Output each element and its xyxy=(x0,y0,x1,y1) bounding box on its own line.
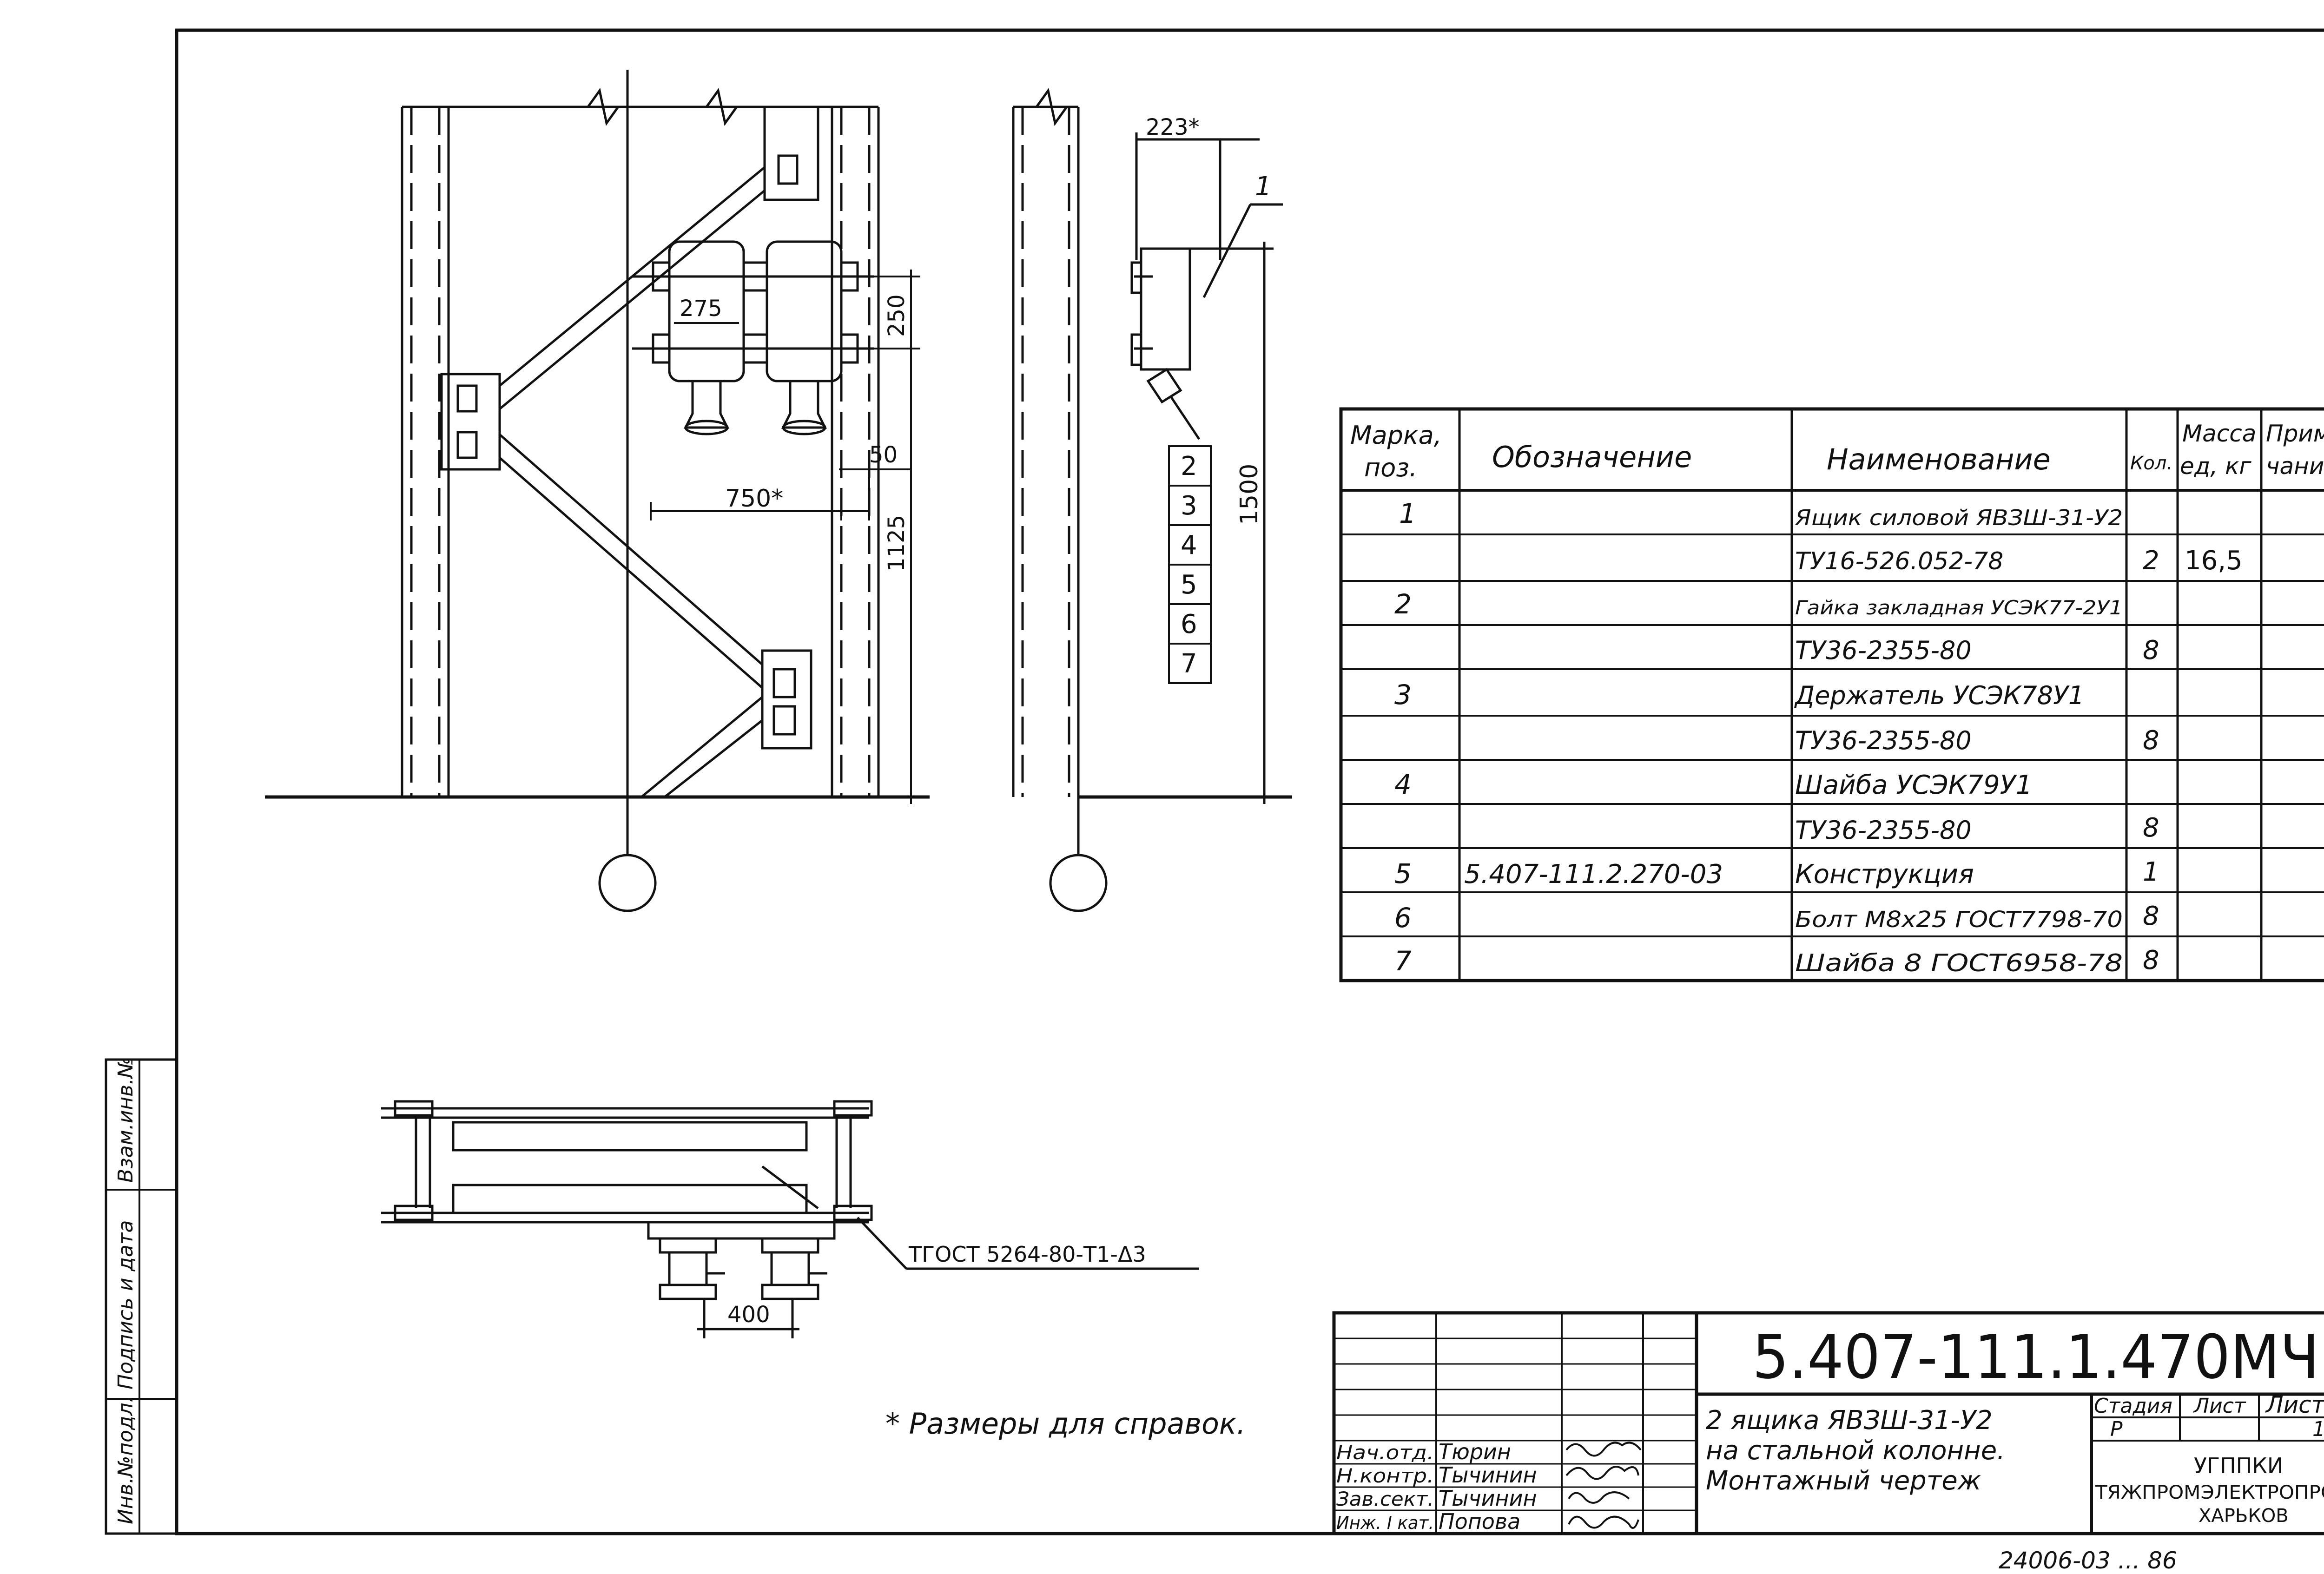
table-row-name: ТУ16-526.052-78 xyxy=(1795,547,2003,575)
header-name: Наименование xyxy=(1827,442,2051,476)
org-line-3: ХАРЬКОВ xyxy=(2199,1505,2289,1527)
org-line-1: УГППКИ xyxy=(2194,1453,2283,1478)
header-mass-2: ед, кг xyxy=(2180,453,2251,480)
table-row-pos: 1 xyxy=(1399,498,1416,529)
dim-223: 223* xyxy=(1146,114,1200,140)
dim-250: 250 xyxy=(884,294,910,337)
stage-value: Р xyxy=(2110,1417,2123,1441)
table-row-qty: 8 xyxy=(2143,725,2159,756)
role-1: Нач.отд. xyxy=(1336,1441,1434,1464)
org-line-2: ТЯЖПРОМЭЛЕКТРОПРОЕКТ xyxy=(2095,1482,2324,1503)
drawing-code: 5.407-111.1.470МЧ xyxy=(1752,1322,2319,1392)
person-2: Тычинин xyxy=(1439,1462,1537,1488)
weld-note: ТГОСТ 5264-80-Т1-Δ3 xyxy=(908,1242,1146,1267)
table-row-name: Болт М8х25 ГОСТ7798-70 xyxy=(1795,907,2123,933)
header-note-1: Приме- xyxy=(2266,420,2324,447)
role-3: Зав.сект. xyxy=(1336,1488,1434,1510)
callout-2: 2 xyxy=(1181,451,1197,481)
dim-400: 400 xyxy=(727,1302,770,1328)
callout-5: 5 xyxy=(1181,570,1197,600)
role-2: Н.контр. xyxy=(1336,1464,1434,1487)
header-mark-2: поз. xyxy=(1364,453,1417,482)
table-row-qty: 1 xyxy=(2143,857,2159,887)
stage-label: Стадия xyxy=(2094,1394,2172,1418)
table-row-pos: 5 xyxy=(1394,858,1412,889)
title-line-1: 2 ящика ЯВЗШ-31-У2 xyxy=(1706,1405,1993,1436)
table-row-pos: 3 xyxy=(1394,679,1412,711)
sheet-label: Лист xyxy=(2193,1394,2246,1418)
table-row-pos: 7 xyxy=(1394,945,1412,977)
table-row-name: Гайка закладная УСЭК77-2У1 xyxy=(1795,596,2123,619)
front-view xyxy=(265,70,930,912)
header-mass-1: Масса xyxy=(2182,420,2256,447)
title-line-2: на стальной колонне. xyxy=(1706,1436,2005,1466)
role-4: Инж. I кат. xyxy=(1336,1513,1434,1533)
dim-275: 275 xyxy=(680,296,722,322)
table-row-qty: 8 xyxy=(2143,635,2159,665)
leader-1: 1 xyxy=(1255,171,1272,202)
table-row-mass: 16,5 xyxy=(2185,546,2243,576)
table-row-qty: 8 xyxy=(2143,813,2159,843)
table-row-name: Ящик силовой ЯВЗШ-31-У2 xyxy=(1795,505,2123,530)
dim-1125: 1125 xyxy=(884,515,910,572)
table-row-pos: 6 xyxy=(1394,902,1412,934)
title-block-grid xyxy=(1332,1311,2324,1535)
bottom-code: 24006-03 ... 86 xyxy=(1999,1547,2177,1574)
table-row-name: Держатель УСЭК78У1 xyxy=(1794,681,2084,710)
side-view xyxy=(1012,87,1292,912)
callout-3: 3 xyxy=(1181,491,1197,521)
signatures xyxy=(1565,1442,1642,1529)
sheets-label: Листов xyxy=(2265,1391,2324,1418)
callout-6: 6 xyxy=(1181,609,1197,639)
front-dimensions xyxy=(650,270,923,804)
table-row-pos: 4 xyxy=(1394,769,1412,800)
header-note-2: чание xyxy=(2266,453,2324,480)
table-row-qty: 8 xyxy=(2143,901,2159,931)
dim-750: 750* xyxy=(725,485,783,513)
header-mark-1: Марка, xyxy=(1350,421,1442,450)
reference-note: * Размеры для справок. xyxy=(885,1407,1246,1441)
table-row-name: Шайба УСЭК79У1 xyxy=(1795,770,2032,800)
table-row-name: ТУ36-2355-80 xyxy=(1795,636,1972,665)
plan-view xyxy=(381,1100,1199,1338)
spec-table-grid xyxy=(1339,407,2324,982)
person-3: Тычинин xyxy=(1439,1486,1537,1511)
side-label-inv: Инв.№подл. xyxy=(114,1396,138,1524)
title-line-3: Монтажный чертеж xyxy=(1706,1466,1981,1496)
header-qty: Кол. xyxy=(2130,453,2172,474)
side-label-replace: Взам.инв.№ xyxy=(114,1057,138,1183)
table-row-name: ТУ36-2355-80 xyxy=(1795,726,1972,755)
table-row-qty: 8 xyxy=(2143,945,2159,975)
table-row-name: Шайба 8 ГОСТ6958-78 xyxy=(1795,949,2123,977)
table-row-name: Конструкция xyxy=(1795,859,1974,889)
spec-rows: 1 Ящик силовой ЯВЗШ-31-У2 ТУ16-526.052-7… xyxy=(1394,498,2243,977)
side-label-sign: Подпись и дата xyxy=(114,1220,138,1390)
dim-50: 50 xyxy=(869,442,898,468)
header-designation: Обозначение xyxy=(1492,440,1692,474)
table-row-name: ТУ36-2355-80 xyxy=(1795,816,1972,845)
sheet-frame xyxy=(175,28,2324,1535)
person-1: Тюрин xyxy=(1439,1439,1511,1464)
dim-1500: 1500 xyxy=(1235,464,1263,525)
callout-4: 4 xyxy=(1181,530,1197,560)
table-row-qty: 2 xyxy=(2143,546,2159,576)
person-4: Попова xyxy=(1439,1509,1520,1534)
power-boxes xyxy=(632,240,874,435)
callout-7: 7 xyxy=(1181,649,1197,679)
table-row-designation: 5.407-111.2.270-03 xyxy=(1464,859,1723,889)
sheets-value: 1 xyxy=(2312,1417,2324,1441)
position-callouts xyxy=(1168,445,1212,684)
side-strip: Инв.№подл. Подпись и дата Взам.инв.№ xyxy=(105,1057,178,1535)
table-row-pos: 2 xyxy=(1394,588,1412,620)
